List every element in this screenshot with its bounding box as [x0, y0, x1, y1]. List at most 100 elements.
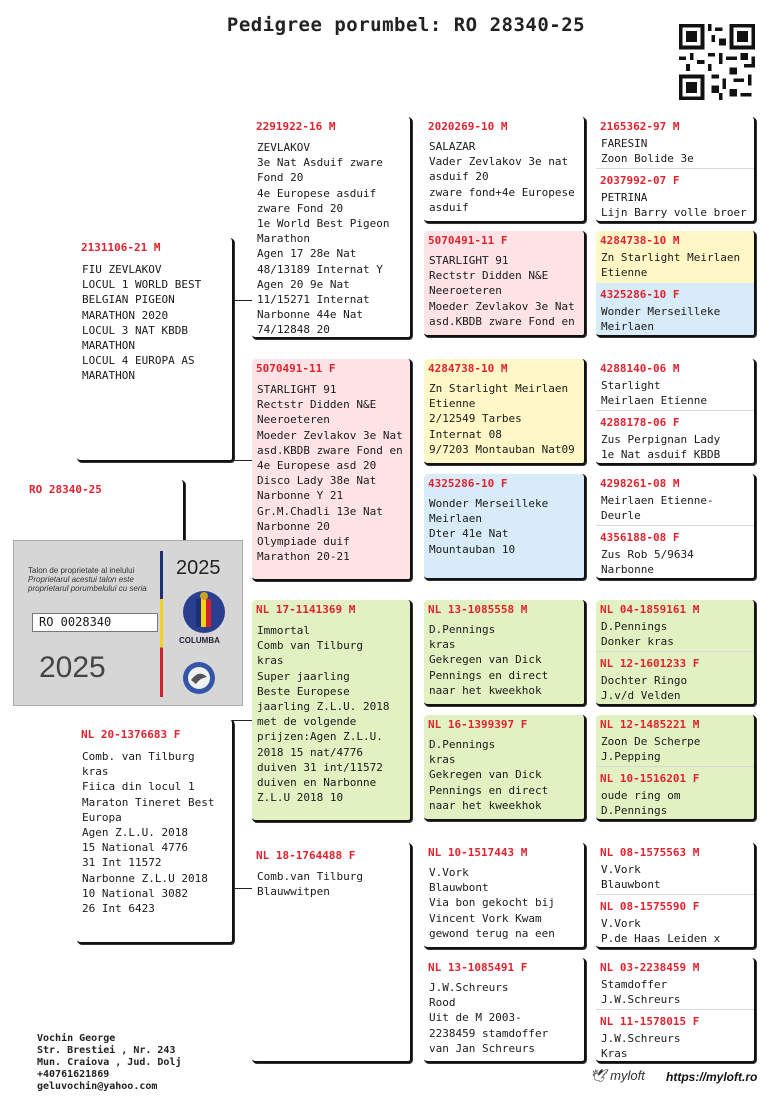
brand-url[interactable]: https://myloft.ro	[666, 1070, 758, 1084]
great-grandparent-ring: 5070491-11 F	[428, 234, 508, 247]
divider	[596, 168, 754, 169]
ancestor-ring: 2165362-97 M	[600, 120, 680, 133]
sire-card: 2131106-21 M FIU ZEVLAKOV LOCUL 1 WORLD …	[77, 238, 234, 462]
ancestor-ring: NL 11-1578015 F	[600, 1015, 700, 1028]
great-grandparent-card: NL 13-1085558 M D.Pennings kras Gekregen…	[424, 600, 586, 706]
grandparent-notes: ZEVLAKOV 3e Nat Asduif zware Fond 20 4e …	[257, 141, 390, 337]
certificate-title: Talon de proprietate al inelului	[28, 566, 135, 575]
grandparent-ring: 5070491-11 F	[256, 362, 336, 375]
ancestor-notes: Zn Starlight Meirlaen Etienne	[601, 251, 741, 280]
divider	[596, 766, 754, 767]
dam-notes: Comb. van Tilburg kras Fiica din locul 1…	[82, 750, 215, 916]
sire-ring: 2131106-21 M	[81, 241, 161, 254]
ancestor-ring: NL 04-1859161 M	[600, 603, 700, 616]
sire-notes: FIU ZEVLAKOV LOCUL 1 WORLD BEST BELGIAN …	[82, 263, 202, 383]
connector	[232, 460, 252, 461]
qr-code	[679, 24, 755, 100]
great-grandparent-notes: SALAZAR Vader Zevlakov 3e nat asduif 20 …	[429, 140, 575, 214]
great-grandparent-notes: D.Pennings kras Gekregen van Dick Pennin…	[429, 623, 549, 697]
ancestor-ring: 4356188-08 F	[600, 531, 680, 544]
pigeon-badge	[183, 662, 215, 694]
ancestor-ring: 4325286-10 F	[600, 288, 680, 301]
great-grandparent-notes: D.Pennings kras Gekregen van Dick Pennin…	[429, 738, 549, 812]
great-grandparent-card: 2020269-10 M SALAZAR Vader Zevlakov 3e n…	[424, 117, 586, 223]
grandparent-card: 2291922-16 M ZEVLAKOV 3e Nat Asduif zwar…	[252, 117, 412, 339]
ancestor-pair-card: 4288140-06 M Starlight Meirlaen Etienne …	[596, 359, 756, 465]
page-title: Pedigree porumbel: RO 28340-25	[226, 14, 586, 36]
grandparent-notes: Immortal Comb van Tilburg kras Super jaa…	[257, 624, 390, 805]
grandparent-notes: STARLIGHT 91 Rectstr Didden N&E Neeroete…	[257, 383, 403, 564]
ancestor-ring: 4284738-10 M	[600, 234, 680, 247]
ancestor-ring: NL 12-1601233 F	[600, 657, 700, 670]
grandparent-notes: Comb.van Tilburg Blauwwitpen	[257, 870, 363, 899]
great-grandparent-notes: Wonder Merseilleke Meirlaen Dter 41e Nat…	[429, 497, 549, 556]
ancestor-pair-card: 4284738-10 M Zn Starlight Meirlaen Etien…	[596, 231, 756, 337]
ancestor-notes: V.Vork Blauwbont	[601, 863, 661, 892]
grandparent-ring: 2291922-16 M	[256, 120, 336, 133]
divider	[596, 410, 754, 411]
great-grandparent-card: 5070491-11 F STARLIGHT 91 Rectstr Didden…	[424, 231, 586, 337]
ancestor-pair-card: NL 04-1859161 M D.Pennings Donker kras N…	[596, 600, 756, 706]
ancestor-notes: Zus Perpignan Lady 1e Nat asduif KBDB	[601, 433, 721, 462]
grandparent-card: NL 17-1141369 M Immortal Comb van Tilbur…	[252, 600, 412, 822]
connector	[232, 888, 252, 889]
ring-certificate: Talon de proprietate al inelului Proprie…	[13, 540, 243, 706]
divider	[596, 894, 754, 895]
brand-logo-text: myloft	[610, 1068, 645, 1083]
divider	[596, 525, 754, 526]
great-grandparent-notes: V.Vork Blauwbont Via bon gekocht bij Vin…	[429, 866, 555, 940]
dam-card: NL 20-1376683 F Comb. van Tilburg kras F…	[77, 720, 234, 944]
ancestor-bottom-half: 4325286-10 F Wonder Merseilleke Meirlaen	[596, 283, 754, 335]
certificate-year: 2025	[176, 557, 221, 579]
divider	[596, 1009, 754, 1010]
ancestor-ring: 4288178-06 F	[600, 416, 680, 429]
ancestor-ring: NL 03-2238459 M	[600, 961, 700, 974]
ancestor-ring: 4298261-08 M	[600, 477, 680, 490]
ancestor-ring: NL 08-1575590 F	[600, 900, 700, 913]
great-grandparent-ring: NL 10-1517443 M	[428, 846, 528, 859]
ancestor-ring: NL 10-1516201 F	[600, 772, 700, 785]
ancestor-ring: NL 08-1575563 M	[600, 846, 700, 859]
ancestor-ring: NL 12-1485221 M	[600, 718, 700, 731]
ancestor-ring: 4288140-06 M	[600, 362, 680, 375]
brand-logo: 🕊 myloft	[590, 1068, 645, 1084]
ancestor-notes: Zus Rob 5/9634 Narbonne	[601, 548, 694, 577]
ancestor-notes: oude ring om D.Pennings	[601, 789, 681, 818]
flag-stripe	[160, 551, 163, 697]
great-grandparent-ring: NL 16-1399397 F	[428, 718, 528, 731]
great-grandparent-notes: STARLIGHT 91 Rectstr Didden N&E Neeroete…	[429, 254, 575, 328]
ancestor-pair-card: NL 12-1485221 M Zoon De Scherpe J.Peppin…	[596, 715, 756, 821]
grandparent-card: 5070491-11 F STARLIGHT 91 Rectstr Didden…	[252, 359, 412, 581]
connector	[232, 720, 252, 721]
ancestor-notes: Wonder Merseilleke Meirlaen	[601, 305, 721, 334]
ancestor-notes: FARESIN Zoon Bolide 3e	[601, 137, 694, 166]
connector	[232, 300, 252, 301]
great-grandparent-card: NL 16-1399397 F D.Pennings kras Gekregen…	[424, 715, 586, 821]
ancestor-notes: Stamdoffer J.W.Schreurs	[601, 978, 681, 1007]
great-grandparent-ring: 4325286-10 F	[428, 477, 508, 490]
ancestor-notes: V.Vork P.de Haas Leiden x	[601, 917, 721, 946]
columba-emblem	[183, 591, 225, 633]
great-grandparent-card: 4284738-10 M Zn Starlight Meirlaen Etien…	[424, 359, 586, 465]
great-grandparent-ring: 4284738-10 M	[428, 362, 508, 375]
great-grandparent-ring: NL 13-1085558 M	[428, 603, 528, 616]
ancestor-notes: J.W.Schreurs Kras	[601, 1032, 681, 1061]
ancestor-top-half: 4284738-10 M Zn Starlight Meirlaen Etien…	[596, 231, 754, 283]
great-grandparent-notes: Zn Starlight Meirlaen Etienne 2/12549 Ta…	[429, 382, 575, 456]
certificate-text: Talon de proprietate al inelului Proprie…	[28, 566, 168, 593]
great-grandparent-card: NL 10-1517443 M V.Vork Blauwbont Via bon…	[424, 843, 586, 949]
ancestor-notes: Dochter Ringo J.v/d Velden	[601, 674, 688, 703]
great-grandparent-ring: 2020269-10 M	[428, 120, 508, 133]
ancestor-pair-card: NL 03-2238459 M Stamdoffer J.W.Schreurs …	[596, 958, 756, 1063]
great-grandparent-notes: J.W.Schreurs Rood Uit de M 2003- 2238459…	[429, 981, 549, 1055]
ancestor-notes: Meirlaen Etienne- Deurle	[601, 494, 714, 523]
certificate-subtitle: Proprietarul acestui talon este propriet…	[28, 575, 147, 593]
ancestor-pair-card: NL 08-1575563 M V.Vork Blauwbont NL 08-1…	[596, 843, 756, 949]
owner-address: Vochin George Str. Brestiei , Nr. 243 Mu…	[37, 1033, 182, 1092]
ancestor-notes: D.Pennings Donker kras	[601, 620, 674, 649]
ancestor-ring: 2037992-07 F	[600, 174, 680, 187]
subject-ring: RO 28340-25	[29, 483, 102, 496]
great-grandparent-card: NL 13-1085491 F J.W.Schreurs Rood Uit de…	[424, 958, 586, 1063]
great-grandparent-card: 4325286-10 F Wonder Merseilleke Meirlaen…	[424, 474, 586, 580]
divider	[596, 651, 754, 652]
